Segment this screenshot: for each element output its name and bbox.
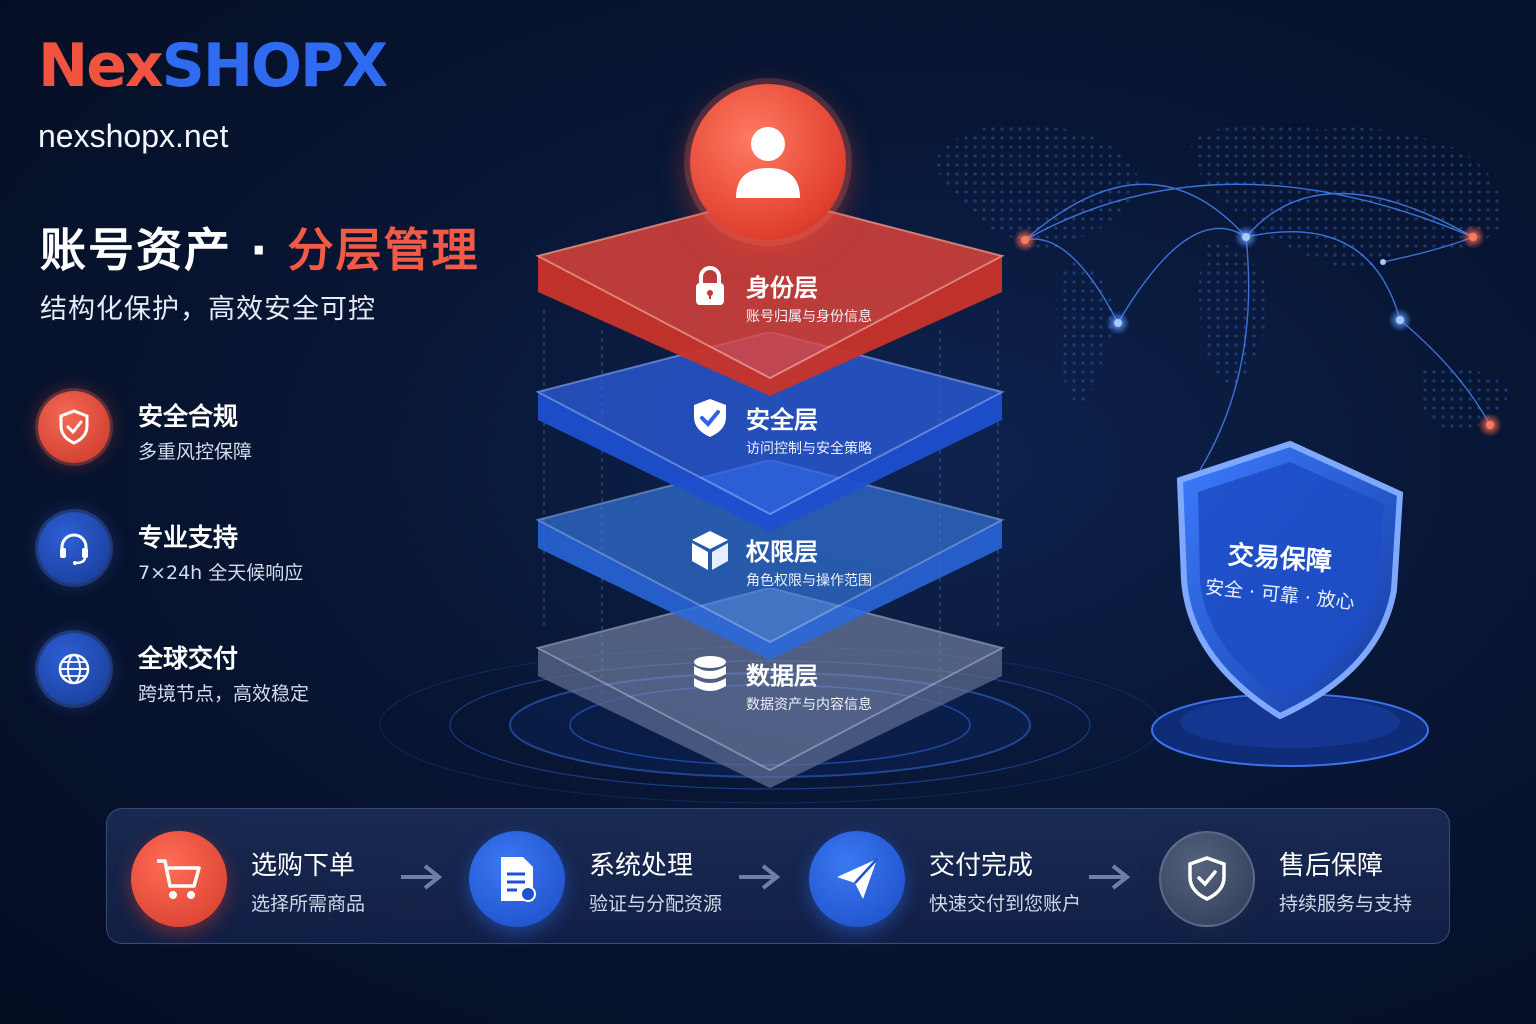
arrow-right-icon	[401, 864, 443, 890]
headset-icon	[38, 512, 110, 584]
feature-title: 安全合规	[138, 402, 239, 431]
subheadline: 结构化保护，高效安全可控	[40, 294, 376, 325]
lock-icon	[688, 264, 732, 308]
layer-subtitle: 账号归属与身份信息	[746, 309, 872, 325]
arrow-right-icon	[1089, 864, 1131, 890]
feature-title: 全球交付	[138, 644, 239, 673]
cube-icon	[688, 528, 732, 572]
layer-subtitle: 角色权限与操作范围	[746, 573, 872, 589]
paper-plane-icon	[809, 831, 905, 927]
brand-logo: NexSHOPX	[38, 36, 388, 96]
feature-item-delivery: 全球交付 跨境节点，高效稳定	[38, 633, 458, 713]
process-bar: 选购下单 选择所需商品 系统处理 验证与分配资源 交付完成 快速交付到您账户 售…	[106, 808, 1450, 944]
feature-item-support: 专业支持 7×24h 全天候响应	[38, 512, 458, 592]
process-step-order[interactable]: 选购下单 选择所需商品	[131, 831, 431, 927]
database-icon	[688, 652, 732, 696]
process-step-after-sales[interactable]: 售后保障 持续服务与支持	[1159, 831, 1459, 927]
feature-item-compliance: 安全合规 多重风控保障	[38, 391, 458, 471]
headline: 账号资产 · 分层管理	[40, 214, 480, 280]
layer-title: 权限层	[746, 538, 818, 566]
step-subtitle: 选择所需商品	[251, 893, 366, 915]
headline-part2: 分层管理	[287, 223, 480, 277]
step-title: 交付完成	[929, 851, 1034, 881]
process-step-processing[interactable]: 系统处理 验证与分配资源	[469, 831, 769, 927]
layer-identity[interactable]: 身份层 账号归属与身份信息	[520, 196, 1020, 396]
step-title: 售后保障	[1279, 851, 1384, 881]
trade-guarantee-shield: 交易保障 安全 · 可靠 · 放心	[1150, 440, 1440, 770]
step-title: 系统处理	[589, 851, 694, 881]
step-subtitle: 快速交付到您账户	[929, 893, 1082, 915]
process-step-delivered[interactable]: 交付完成 快速交付到您账户	[809, 831, 1109, 927]
document-icon	[469, 831, 565, 927]
cart-icon	[131, 831, 227, 927]
layer-security[interactable]: 安全层 访问控制与安全策略	[520, 332, 1020, 532]
brand-logo-shopx: SHOPX	[161, 31, 389, 101]
feature-title: 专业支持	[138, 523, 239, 552]
step-title: 选购下单	[251, 851, 356, 881]
shield-check-icon	[1159, 831, 1255, 927]
brand-logo-nex: Nex	[38, 31, 164, 101]
layer-stack: 数据层 数据资产与内容信息 权限层 角色权限与操作范围 安全层 访问控制与安全策…	[520, 160, 1020, 800]
shield-icon	[1151, 440, 1429, 767]
arrow-right-icon	[739, 864, 781, 890]
layer-data[interactable]: 数据层 数据资产与内容信息	[520, 588, 1020, 788]
headline-part1: 账号资产 ·	[40, 223, 288, 277]
layer-title: 数据层	[746, 662, 818, 690]
layer-subtitle: 访问控制与安全策略	[746, 441, 872, 457]
user-icon	[736, 127, 800, 198]
layer-subtitle: 数据资产与内容信息	[746, 697, 872, 713]
layer-title: 身份层	[746, 274, 818, 302]
site-url[interactable]: nexshopx.net	[38, 118, 229, 154]
feature-subtitle: 多重风控保障	[138, 441, 253, 463]
shield-check-icon	[38, 391, 110, 463]
feature-subtitle: 跨境节点，高效稳定	[138, 683, 310, 705]
user-avatar-badge	[690, 84, 846, 240]
layer-title: 安全层	[746, 406, 818, 434]
step-subtitle: 验证与分配资源	[589, 893, 723, 915]
step-subtitle: 持续服务与支持	[1279, 893, 1413, 915]
feature-subtitle: 7×24h 全天候响应	[138, 562, 304, 584]
globe-icon	[38, 633, 110, 705]
shield-check-icon	[688, 396, 732, 440]
world-map-background	[937, 122, 1510, 471]
